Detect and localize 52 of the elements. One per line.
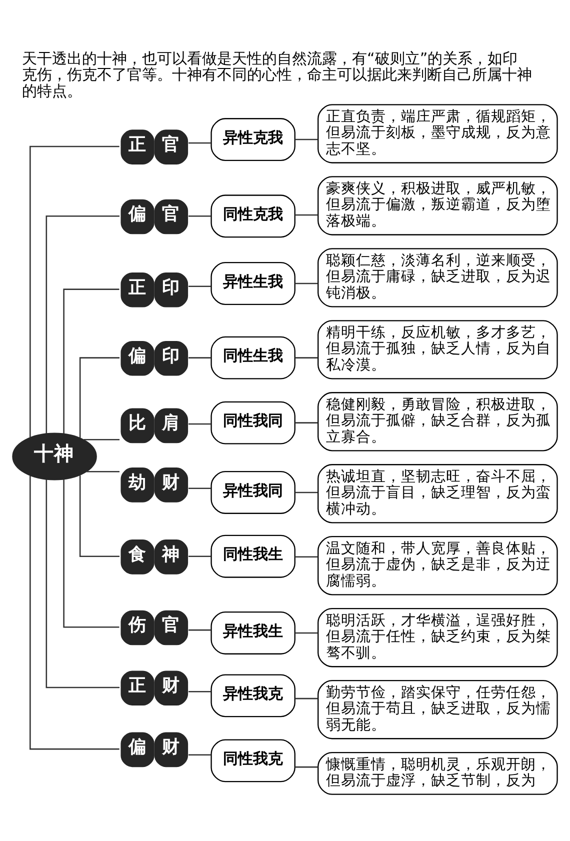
node-box: 勤劳节俭，踏实保守，任劳任怨，但易流于苟且，缺乏进取，反为懦弱无能。 [318,680,558,740]
connector [188,629,212,631]
connector [188,216,212,217]
connector [79,475,120,557]
node-box: 异性我克 [210,674,296,718]
node-box: 同性我克 [210,739,296,782]
node-box: 异性我同 [210,471,296,514]
connector [294,632,318,634]
node-box: 同性我生 [210,534,296,578]
connector [294,698,318,700]
connector [46,480,120,688]
connector [188,286,212,288]
connector [294,556,318,558]
connector [294,492,318,494]
connector [63,479,120,628]
node-box: 慷慨重情，聪明机灵，乐观开朗，但易流于虚浮，缺乏节制，反为 [318,752,558,795]
connector [188,690,212,692]
node-box: 聪颖仁慈，淡薄名利，逆来顺受，但易流于庸碌，缺乏进取，反为迟钝消极。 [318,248,558,308]
connector [84,439,120,440]
connector [294,214,318,216]
node-box: 异性我生 [210,612,296,654]
node-box: 稳健刚毅，勇敢冒险，积极进取，但易流于孤僻，缺乏合群，反为孤立寡合。 [318,392,558,452]
node-box: 异性生我 [210,262,296,305]
node-box: 豪爽侠义，积极进取，威严机敏，但易流于偏激，叛逆霸道，反为堕落极端。 [318,176,558,236]
node-box: 同性克我 [210,194,296,238]
connector [188,357,212,358]
connector [188,488,212,490]
node-box: 温文随和，带人宽厚，善良体贴，但易流于虚伪，缺乏是非，反为迂腐懦弱。 [318,536,558,596]
node-box: 聪明活跃，才华横溢，逞强好胜，但易流于任性，缺乏约束，反为桀骜不驯。 [318,608,558,668]
caption: 天干透出的十神，也可以看做是天性的自然流露，有“破则立”的关系，如印克伤，伤克不了官等。十神有不同的心性，命主可以据此来判断自己所属十神的特点。 [22,49,532,100]
connector [46,216,120,434]
connector [63,288,120,434]
connector [188,142,212,144]
node-ellipse: 十神 [12,432,97,480]
node-box: 正直负责，端庄严肃，循规蹈矩，但易流于刻板，墨守成规，反为意志不坚。 [318,104,558,164]
node-box: 精明干练，反应机敏，多才多艺，但易流于孤独，缺乏人情，反为自私冷漠。 [318,320,558,380]
connector [79,357,120,438]
connector [188,754,212,756]
node-box: 同性我同 [210,401,296,444]
node-box: 热诚坦直，坚韧志旺，奋斗不屈，但易流于盲目，缺乏理智，反为蛮横冲动。 [318,464,558,524]
connector [294,138,318,140]
connector [86,470,120,472]
connector [30,476,120,750]
connector [188,556,212,557]
connector [188,423,212,425]
connector [30,146,120,438]
connector [294,422,318,424]
node-box: 异性克我 [210,118,296,161]
connector [294,282,318,284]
connector [294,766,318,768]
node-box: 同性生我 [210,336,296,380]
connector [294,357,318,358]
